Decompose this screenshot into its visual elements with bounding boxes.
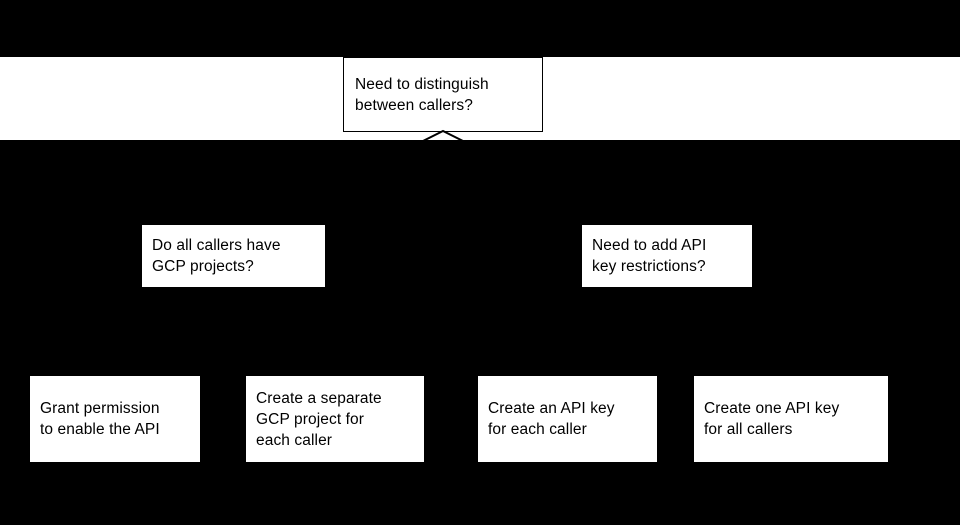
node-decision-gcp-projects[interactable]: Do all callers have GCP projects?	[142, 225, 325, 287]
node-outcome-separate-gcp-project-label: Create a separate GCP project for each c…	[256, 389, 382, 449]
node-outcome-separate-gcp-project[interactable]: Create a separate GCP project for each c…	[246, 376, 424, 462]
node-decision-gcp-projects-label: Do all callers have GCP projects?	[152, 237, 281, 275]
node-decision-api-key-restrictions[interactable]: Need to add API key restrictions?	[582, 225, 752, 287]
node-outcome-grant-permission-label: Grant permission to enable the API	[40, 400, 160, 438]
node-outcome-api-key-per-caller-label: Create an API key for each caller	[488, 400, 615, 438]
node-root-decision-label: Need to distinguish between callers?	[355, 75, 489, 114]
node-outcome-one-api-key-all-label: Create one API key for all callers	[704, 400, 840, 438]
node-decision-api-key-restrictions-label: Need to add API key restrictions?	[592, 237, 707, 275]
node-outcome-api-key-per-caller[interactable]: Create an API key for each caller	[478, 376, 657, 462]
caret-icon	[414, 129, 472, 146]
node-root-decision[interactable]: Need to distinguish between callers?	[343, 57, 543, 132]
node-outcome-grant-permission[interactable]: Grant permission to enable the API	[30, 376, 200, 462]
connector-root-caret	[413, 129, 473, 146]
node-outcome-one-api-key-all[interactable]: Create one API key for all callers	[694, 376, 888, 462]
